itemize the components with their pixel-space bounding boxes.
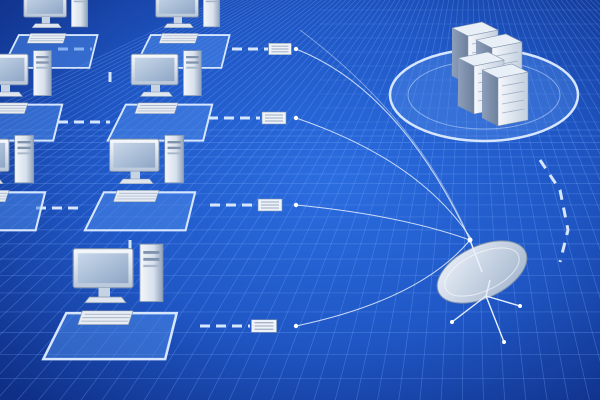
network-hub-icon [268,42,292,56]
server-icon [388,21,580,263]
link-endpoints [293,46,299,329]
network-hub-icon [261,111,287,125]
satellite-dish-icon [436,237,528,344]
network-hub-icon [250,319,278,333]
server-rack-icon [481,63,529,127]
network-hub-icon [257,198,283,212]
network-links [295,29,473,327]
